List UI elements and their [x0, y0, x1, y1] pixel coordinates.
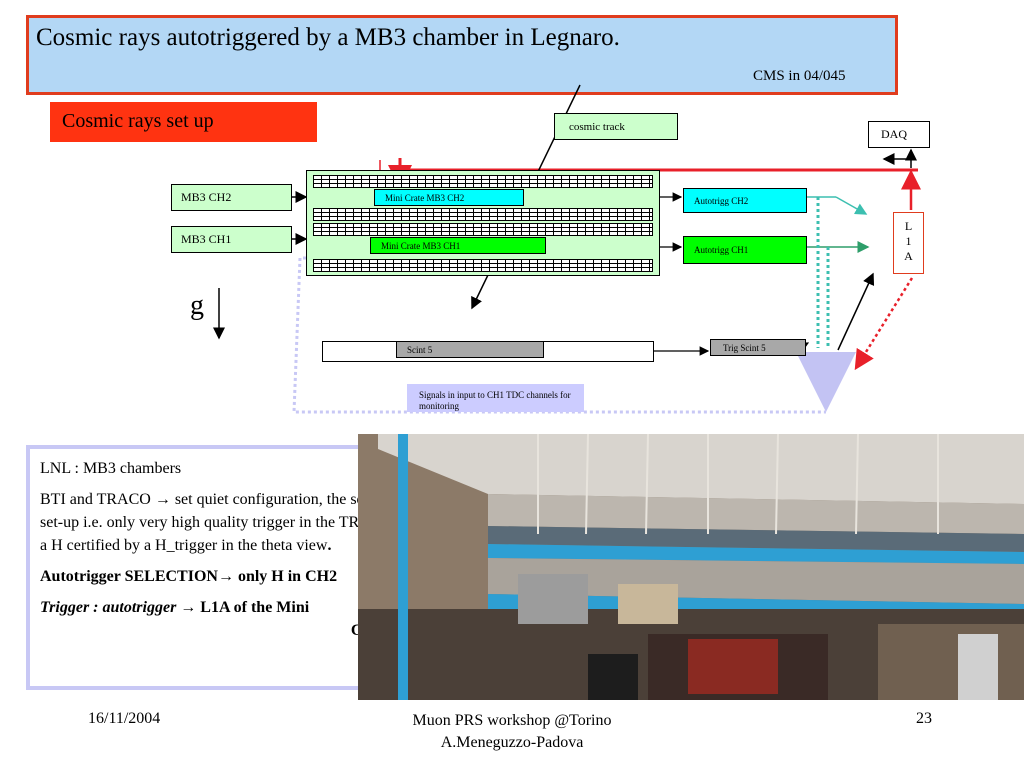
mb3-ch2-box: MB3 CH2: [171, 184, 292, 211]
lab-photo: [358, 434, 1024, 700]
footer-event: Muon PRS workshop @Torino: [412, 712, 612, 729]
chamber-layer-2: [313, 208, 653, 221]
arrow-icon: →: [154, 491, 171, 508]
footer-date: 16/11/2004: [88, 710, 161, 727]
title-reference: CMS in 04/045: [753, 68, 846, 84]
setup-label: Cosmic rays set up: [50, 102, 317, 142]
trigger-line: Trigger : autotrigger → L1A of the Mini: [40, 596, 474, 619]
l1a-box: L 1 A: [893, 212, 924, 274]
l1a-letter-a: A: [904, 249, 913, 263]
daq-box: DAQ: [868, 121, 930, 148]
l1a-letter-l: L: [904, 219, 913, 233]
signals-note: Signals in input to CH1 TDC channels for…: [407, 384, 584, 412]
lnl-line: LNL : MB3 chambers: [40, 460, 182, 477]
slide-title: Cosmic rays autotriggered by a MB3 chamb…: [36, 24, 620, 51]
teal-arrow-ch2-diag: [835, 196, 868, 215]
bti-prefix: BTI and TRACO: [40, 491, 155, 508]
mb3-ch1-box: MB3 CH1: [171, 226, 292, 253]
arrow-icon: →: [217, 568, 234, 585]
minicrate-ch2: Mini Crate MB3 CH2: [374, 189, 524, 206]
trig-scint5-box: Trig Scint 5: [710, 339, 806, 356]
l1a-letter-1: 1: [905, 234, 912, 248]
scint5-label: Scint 5: [396, 341, 544, 358]
chamber-layer-4: [313, 259, 653, 272]
footer-center: Muon PRS workshop @Torino A.Meneguzzo-Pa…: [413, 710, 612, 754]
gravity-label: g: [190, 290, 204, 321]
title-box: [26, 15, 898, 95]
cosmic-track-label: cosmic track: [554, 113, 678, 140]
arrow-funnel-l1a: [837, 272, 875, 351]
chamber-layer-3: [313, 223, 653, 236]
tdc-funnel: [796, 352, 856, 412]
trigger-italic: Trigger : autotrigger: [40, 599, 177, 616]
bti-end: .: [327, 537, 332, 554]
minicrate-ch1: Mini Crate MB3 CH1: [370, 237, 546, 254]
footer-author: A.Meneguzzo-Padova: [440, 734, 584, 751]
selection-line: Autotrigger SELECTION→ only H in CH2: [40, 565, 474, 588]
autotrig-ch2-box: Autotrigg CH2: [683, 188, 807, 213]
lavender-dotted-path: [292, 256, 826, 414]
trigger-rest: L1A of the Mini: [196, 599, 310, 616]
chamber-layer-1: [313, 175, 653, 188]
autotrig-ch1-box: Autotrigg CH1: [683, 236, 807, 264]
selection-prefix: Autotrigger SELECTION: [40, 568, 218, 585]
page-number: 23: [916, 710, 932, 727]
selection-rest: only H in CH2: [233, 568, 338, 585]
arrow-icon: →: [180, 599, 197, 616]
